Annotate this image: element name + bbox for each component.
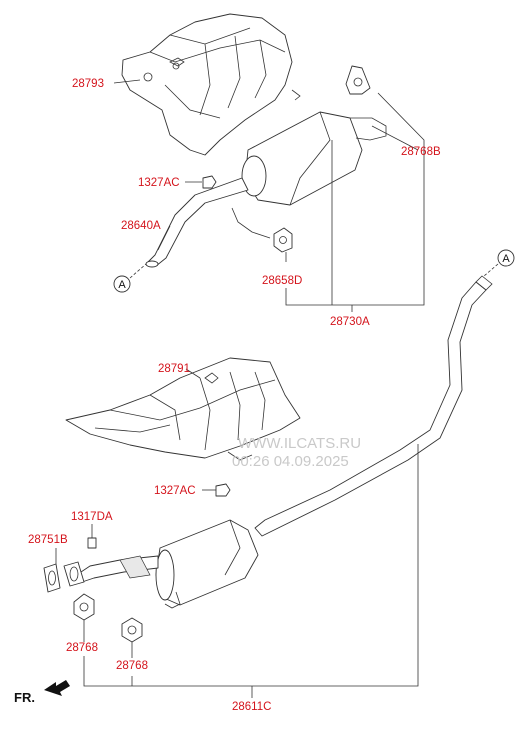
part-label-28793[interactable]: 28793 xyxy=(72,78,104,90)
heat-shield-upper[interactable] xyxy=(121,13,301,156)
gasket-28751b[interactable] xyxy=(43,563,61,593)
bolt-1317da[interactable] xyxy=(87,537,97,549)
watermark: WWW.ILCATS.RU 00:26 04.09.2025 xyxy=(232,435,361,470)
leader-lines-lower xyxy=(55,368,419,698)
part-label-1327ac-lower[interactable]: 1327AC xyxy=(154,485,196,497)
callout-a-top-left: A xyxy=(113,263,147,293)
part-label-28730a[interactable]: 28730A xyxy=(330,316,370,328)
hanger-28768-left[interactable] xyxy=(73,593,95,621)
hanger-28768-mid[interactable] xyxy=(121,617,143,643)
hanger-28658d[interactable] xyxy=(273,227,293,253)
part-label-28658d[interactable]: 28658D xyxy=(262,275,302,287)
nut-1327ac-upper[interactable] xyxy=(202,175,217,189)
front-direction-marker: FR. xyxy=(14,680,70,705)
part-label-1317da[interactable]: 1317DA xyxy=(71,511,113,523)
part-label-28640a[interactable]: 28640A xyxy=(121,220,161,232)
callout-a-top-left-text: A xyxy=(118,279,126,291)
muffler-lower-assembly[interactable] xyxy=(63,275,493,609)
front-direction-label: FR. xyxy=(14,690,35,705)
part-label-28751b[interactable]: 28751B xyxy=(28,534,68,546)
part-label-28768-left[interactable]: 28768 xyxy=(66,642,98,654)
callout-a-top-right-text: A xyxy=(502,253,510,265)
hanger-28768b[interactable] xyxy=(345,65,371,95)
part-label-28768b[interactable]: 28768B xyxy=(401,146,441,158)
muffler-upper[interactable] xyxy=(145,111,387,268)
front-arrow-icon xyxy=(44,680,70,696)
nut-1327ac-lower[interactable] xyxy=(215,483,231,497)
callout-a-top-right: A xyxy=(483,249,515,277)
watermark-line2: 00:26 04.09.2025 xyxy=(232,453,349,470)
part-label-28611c[interactable]: 28611C xyxy=(232,701,271,713)
leader-lines-upper xyxy=(113,79,425,312)
part-label-28791[interactable]: 28791 xyxy=(158,363,190,375)
part-label-1327ac-upper[interactable]: 1327AC xyxy=(138,177,180,189)
heat-shield-lower[interactable] xyxy=(65,357,301,461)
part-label-28768-mid[interactable]: 28768 xyxy=(116,660,148,672)
watermark-line1: WWW.ILCATS.RU xyxy=(238,435,361,452)
